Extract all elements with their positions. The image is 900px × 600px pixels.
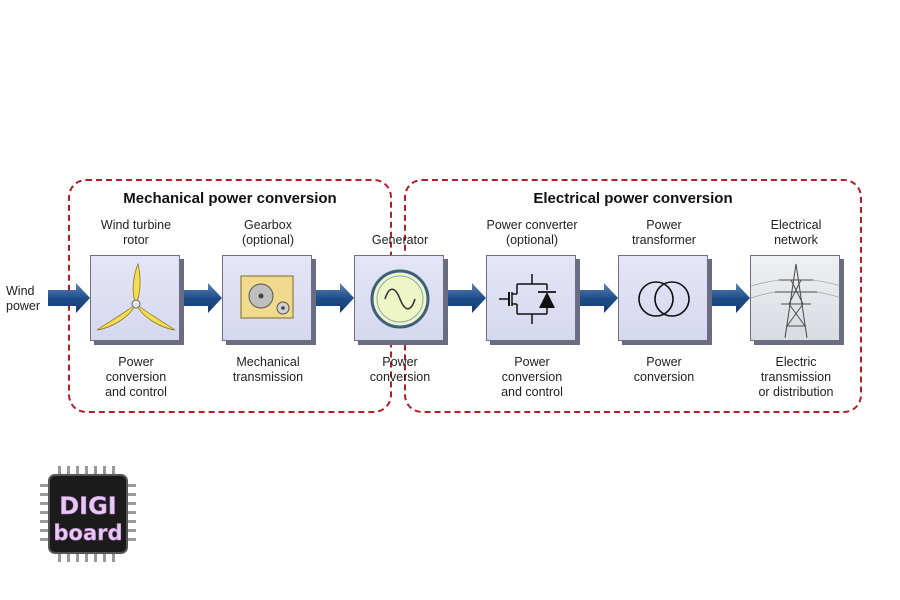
logo-line2: board — [53, 521, 122, 545]
converter-block — [486, 255, 576, 341]
gearbox-block — [222, 255, 312, 341]
generator-function-line: conversion — [369, 370, 431, 384]
pylon-photo-icon — [751, 263, 841, 339]
transformer-title-line: transformer — [632, 233, 696, 247]
arrow-wind-to-rotor — [48, 283, 90, 313]
gearbox-function-line: transmission — [232, 370, 304, 384]
network-title-line: network — [774, 233, 818, 247]
generator-block — [354, 255, 444, 341]
arrow-gearbox-to-generator — [314, 283, 354, 313]
converter-function: Power conversion and control — [477, 355, 587, 400]
converter-title-line: (optional) — [505, 233, 559, 247]
converter-title: Power converter (optional) — [477, 218, 587, 248]
digiboard-logo: DIGI board — [40, 466, 136, 562]
generator-title-line: Generator — [371, 233, 429, 247]
transformer-block — [618, 255, 708, 341]
arrow-converter-to-transformer — [578, 283, 618, 313]
network-function-line: transmission — [760, 370, 832, 384]
arrow-rotor-to-gearbox — [182, 283, 222, 313]
rotor-title-line: Wind turbine — [100, 218, 172, 232]
rotor-title: Wind turbine rotor — [81, 218, 191, 248]
rotor-block — [90, 255, 180, 341]
transformer-title: Power transformer — [609, 218, 719, 248]
generator-function: Power conversion — [345, 355, 455, 385]
network-function: Electric transmission or distribution — [741, 355, 851, 400]
rotor-function: Power conversion and control — [81, 355, 191, 400]
rotor-function-line: and control — [105, 385, 167, 399]
gearbox-title: Gearbox (optional) — [213, 218, 323, 248]
generator-sine-icon — [370, 269, 430, 329]
transformer-function: Power conversion — [609, 355, 719, 385]
gearbox-function: Mechanical transmission — [213, 355, 323, 385]
wind-power-label: Wind power — [6, 284, 40, 314]
wind-power-label-line: Wind — [6, 284, 35, 298]
mechanical-group-title: Mechanical power conversion — [123, 190, 337, 207]
transformer-function-line: Power — [646, 355, 682, 369]
network-title-line: Electrical — [770, 218, 822, 232]
generator-function-line: Power — [382, 355, 418, 369]
converter-function-line: and control — [501, 385, 563, 399]
generator-title: Generator — [345, 233, 455, 248]
transformer-function-line: conversion — [633, 370, 695, 384]
wind-turbine-icon — [96, 262, 176, 331]
igbt-diode-icon — [499, 274, 556, 324]
rotor-function-line: Power — [118, 355, 154, 369]
converter-function-line: Power — [514, 355, 550, 369]
converter-title-line: Power converter — [486, 218, 578, 232]
rotor-function-line: conversion — [105, 370, 167, 384]
transformer-icon — [638, 281, 690, 317]
network-title: Electrical network — [741, 218, 851, 248]
gearbox-title-line: Gearbox — [244, 218, 292, 232]
network-function-line: Electric — [775, 355, 817, 369]
wind-power-label-line: power — [6, 299, 41, 313]
electrical-group-title: Electrical power conversion — [533, 190, 733, 207]
gearbox-icon — [240, 275, 294, 319]
gearbox-function-line: Mechanical — [236, 355, 300, 369]
arrow-generator-to-converter — [446, 283, 486, 313]
arrow-transformer-to-network — [710, 283, 750, 313]
network-block — [750, 255, 841, 341]
rotor-title-line: rotor — [123, 233, 149, 247]
transformer-title-line: Power — [646, 218, 682, 232]
gearbox-title-line: (optional) — [241, 233, 295, 247]
logo-line1: DIGI — [59, 492, 116, 520]
converter-function-line: conversion — [501, 370, 563, 384]
network-function-line: or distribution — [758, 385, 834, 399]
